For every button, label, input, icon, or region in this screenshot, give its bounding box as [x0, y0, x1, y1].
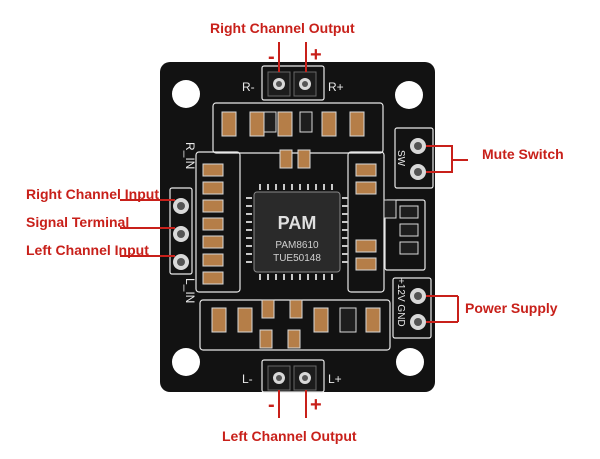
- right-output-header: [267, 71, 317, 97]
- smd-resistors: [263, 111, 419, 333]
- silk-r-in: R_IN: [183, 142, 197, 169]
- left-channel-input-label: Left Channel Input: [26, 242, 149, 258]
- chip-logo: PAM: [278, 213, 317, 233]
- silk-power: +12V GND: [395, 278, 406, 327]
- left-channel-output-label: Left Channel Output: [222, 428, 357, 444]
- left-output-minus-sign: -: [268, 394, 275, 416]
- mounting-hole-bottom-left: [172, 348, 200, 376]
- signal-terminal-label: Signal Terminal: [26, 214, 130, 230]
- mounting-hole-top-right: [395, 81, 423, 109]
- silk-l-minus: L-: [242, 372, 253, 386]
- mounting-hole-top-left: [172, 80, 200, 108]
- right-channel-output-label: Right Channel Output: [210, 20, 355, 36]
- chip-code: TUE50148: [273, 253, 321, 264]
- input-header: [173, 198, 189, 270]
- annotation-lines: [120, 42, 468, 418]
- power-header: [410, 288, 426, 330]
- smd-capacitors: [202, 111, 381, 349]
- left-output-plus-sign: +: [310, 394, 322, 416]
- mounting-hole-bottom-right: [396, 348, 424, 376]
- silk-l-in: L_IN: [183, 278, 197, 303]
- silk-l-plus: L+: [328, 372, 342, 386]
- silk-r-plus: R+: [328, 80, 344, 94]
- right-output-plus-sign: +: [310, 44, 322, 66]
- mute-switch-label: Mute Switch: [482, 146, 564, 162]
- silk-r-minus: R-: [242, 80, 255, 94]
- chip-model: PAM8610: [275, 240, 319, 251]
- amplifier-chip: PAM PAM8610 TUE50148: [246, 184, 348, 280]
- mute-switch-header: [410, 138, 426, 180]
- silk-sw: SW: [395, 150, 406, 167]
- right-output-minus-sign: -: [268, 46, 275, 68]
- right-channel-input-label: Right Channel Input: [26, 186, 159, 202]
- power-supply-label: Power Supply: [465, 300, 558, 316]
- left-output-header: [267, 365, 317, 391]
